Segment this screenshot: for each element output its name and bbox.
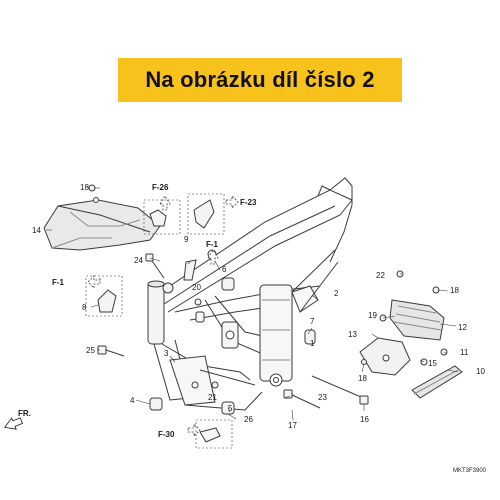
part-label-12: 12 — [458, 323, 467, 332]
stay-10-drawing — [411, 365, 463, 399]
side-cover-drawing — [389, 299, 445, 341]
part-label-17: 17 — [288, 421, 297, 430]
diagram-code: MKT3F3900 — [453, 468, 487, 474]
bracket-13-drawing — [359, 337, 411, 376]
fairing-bracket-drawing — [43, 197, 161, 251]
part-label-5: 5 — [228, 404, 233, 413]
part-label-10: 10 — [476, 367, 485, 376]
part-label-9: 9 — [184, 235, 189, 244]
ref-label-f23: F-23 — [240, 198, 257, 207]
ref-label-f1-center: F-1 — [206, 240, 219, 249]
ref-label-f26: F-26 — [152, 183, 169, 192]
part-label-25: 25 — [86, 346, 95, 355]
part-label-18-a: 18 — [80, 183, 89, 192]
part-label-26: 26 — [244, 415, 253, 424]
part-label-14: 14 — [32, 226, 41, 235]
ref-label-f30: F-30 — [158, 430, 175, 439]
part-label-16: 16 — [360, 415, 369, 424]
part-label-19: 19 — [368, 311, 377, 320]
part-label-15: 15 — [428, 359, 437, 368]
part-label-6: 6 — [222, 265, 227, 274]
part-label-23: 23 — [318, 393, 327, 402]
front-direction-indicator: FR. — [3, 409, 31, 430]
part-label-18-b: 18 — [358, 374, 367, 383]
part-label-18-c: 18 — [450, 286, 459, 295]
part-label-13: 13 — [348, 330, 357, 339]
part-label-7: 7 — [310, 317, 315, 326]
reference-labels: F-26 F-23 F-1 F-1 F-30 — [52, 183, 257, 439]
main-frame-drawing — [147, 177, 353, 411]
direction-label: FR. — [18, 409, 31, 418]
part-labels: 18 14 24 9 8 6 20 2 7 1 25 3 4 21 5 26 2… — [32, 183, 485, 430]
part-label-20: 20 — [192, 283, 201, 292]
part-label-21: 21 — [208, 393, 217, 402]
part-label-4: 4 — [130, 396, 135, 405]
arrow-left-icon — [3, 417, 23, 430]
part-label-8: 8 — [82, 303, 87, 312]
part-label-11: 11 — [460, 348, 469, 357]
part-label-22: 22 — [376, 271, 385, 280]
reference-boxes — [85, 193, 233, 449]
part-label-3: 3 — [164, 349, 169, 358]
reference-arrows — [87, 195, 239, 437]
part-label-2: 2 — [334, 289, 339, 298]
part-label-1: 1 — [310, 339, 315, 348]
part-banner: Na obrázku díl číslo 2 — [118, 58, 402, 102]
ref-label-f1-left: F-1 — [52, 278, 65, 287]
part-label-24: 24 — [134, 256, 143, 265]
